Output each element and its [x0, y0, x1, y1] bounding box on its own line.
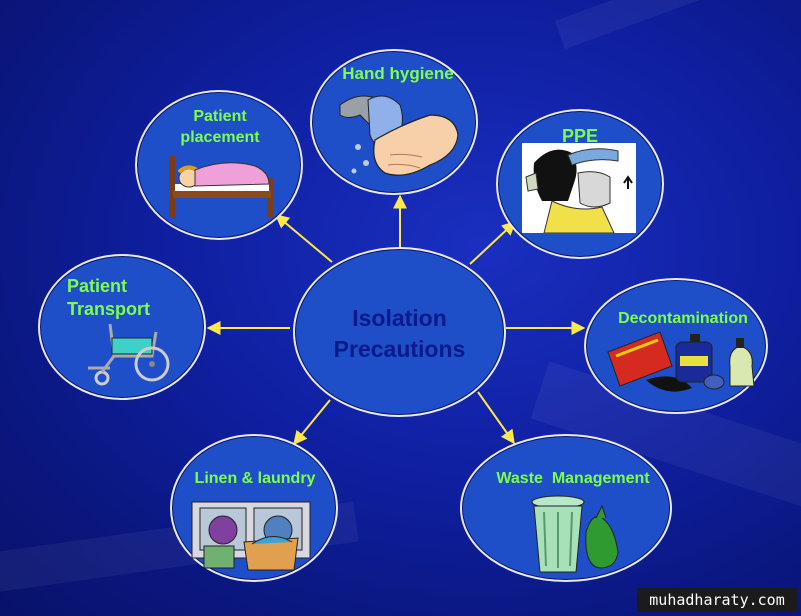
wheelchair-icon: [88, 323, 170, 386]
bed-patient-icon: [169, 156, 273, 218]
patient-placement-line1: Patient: [193, 108, 247, 125]
trash-can-icon: [531, 495, 619, 573]
patient-placement-line2: placement: [180, 129, 260, 146]
center-node: [293, 247, 506, 417]
ppe-label: PPE: [561, 126, 599, 146]
arrow-to-patient-placement: [274, 214, 333, 263]
decontamination-label: Decontamination: [618, 310, 748, 327]
mask-goggles-icon: [525, 148, 633, 233]
patient-transport-label: Patient Transport: [67, 275, 177, 321]
hand-hygiene-label: Hand hygiene: [342, 64, 454, 83]
patient-transport-line1: Patient: [67, 276, 128, 296]
arrow-to-ppe: [469, 221, 517, 265]
washing-machine-icon: [191, 501, 311, 571]
center-title-line2: Precautions: [333, 336, 466, 362]
patient-transport-node: [38, 254, 206, 400]
hands-washing-icon: [339, 95, 459, 176]
patient-placement-label: Patient placement: [160, 106, 280, 148]
center-title-line1: Isolation: [352, 305, 447, 331]
arrow-to-waste-management: [477, 391, 515, 445]
patient-transport-line2: Transport: [67, 299, 151, 319]
linen-laundry-label: Linen & laundry: [194, 470, 316, 487]
cleaning-products-icon: [607, 331, 755, 392]
waste-management-label: Waste Management: [496, 470, 650, 487]
arrow-to-linen-laundry: [293, 399, 331, 446]
center-title: Isolation Precautions: [293, 303, 506, 365]
watermark: muhadharaty.com: [637, 588, 797, 612]
